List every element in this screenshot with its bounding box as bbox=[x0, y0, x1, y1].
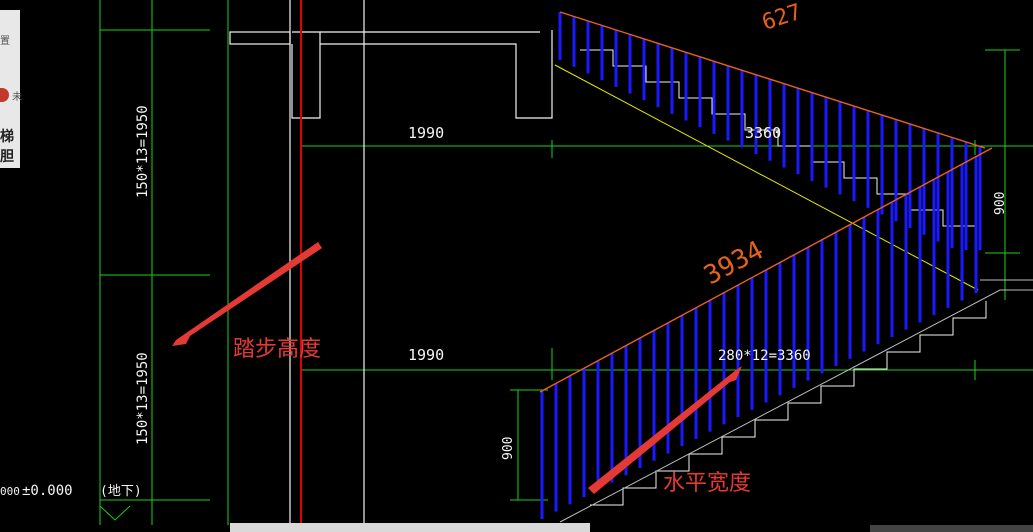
dim-upper-landing: 1990 bbox=[408, 124, 444, 142]
dim-railing-right: 900 bbox=[993, 192, 1008, 215]
side-panel-label: 梯胆 bbox=[0, 129, 14, 165]
handrails bbox=[539, 11, 993, 393]
level-mark: ±0.000 bbox=[22, 483, 73, 499]
dim-upper-height: 150*13=1950 bbox=[135, 105, 151, 198]
side-panel-icon-text: 未 bbox=[12, 92, 22, 103]
side-panel-top: 置 bbox=[0, 36, 10, 47]
axis-line bbox=[300, 0, 302, 525]
annotation-horizontal-width: 水平宽度 bbox=[663, 471, 751, 496]
step-height-arrow-icon bbox=[172, 242, 322, 346]
level-symbol bbox=[99, 505, 131, 521]
level-prefix: 000 bbox=[0, 485, 20, 498]
horizontal-scrollbar[interactable] bbox=[230, 523, 590, 532]
ground-slab bbox=[559, 279, 1033, 523]
annotation-step-height: 踏步高度 bbox=[233, 337, 321, 362]
dim-lower-flight: 280*12=3360 bbox=[718, 348, 811, 364]
horizontal-width-arrow-icon bbox=[588, 366, 742, 494]
level-tag: (地下) bbox=[100, 484, 142, 499]
lower-balusters bbox=[540, 156, 978, 519]
app-icon[interactable] bbox=[0, 88, 9, 102]
upper-balusters bbox=[558, 12, 982, 250]
dim-upper-flight: 3360 bbox=[745, 124, 781, 142]
status-strip bbox=[870, 525, 1033, 532]
dim-railing-left: 900 bbox=[501, 437, 516, 460]
side-panel: 置 未 梯胆 bbox=[0, 10, 22, 168]
dim-lower-landing: 1990 bbox=[408, 346, 444, 364]
dim-lower-height: 150*13=1950 bbox=[135, 352, 151, 445]
